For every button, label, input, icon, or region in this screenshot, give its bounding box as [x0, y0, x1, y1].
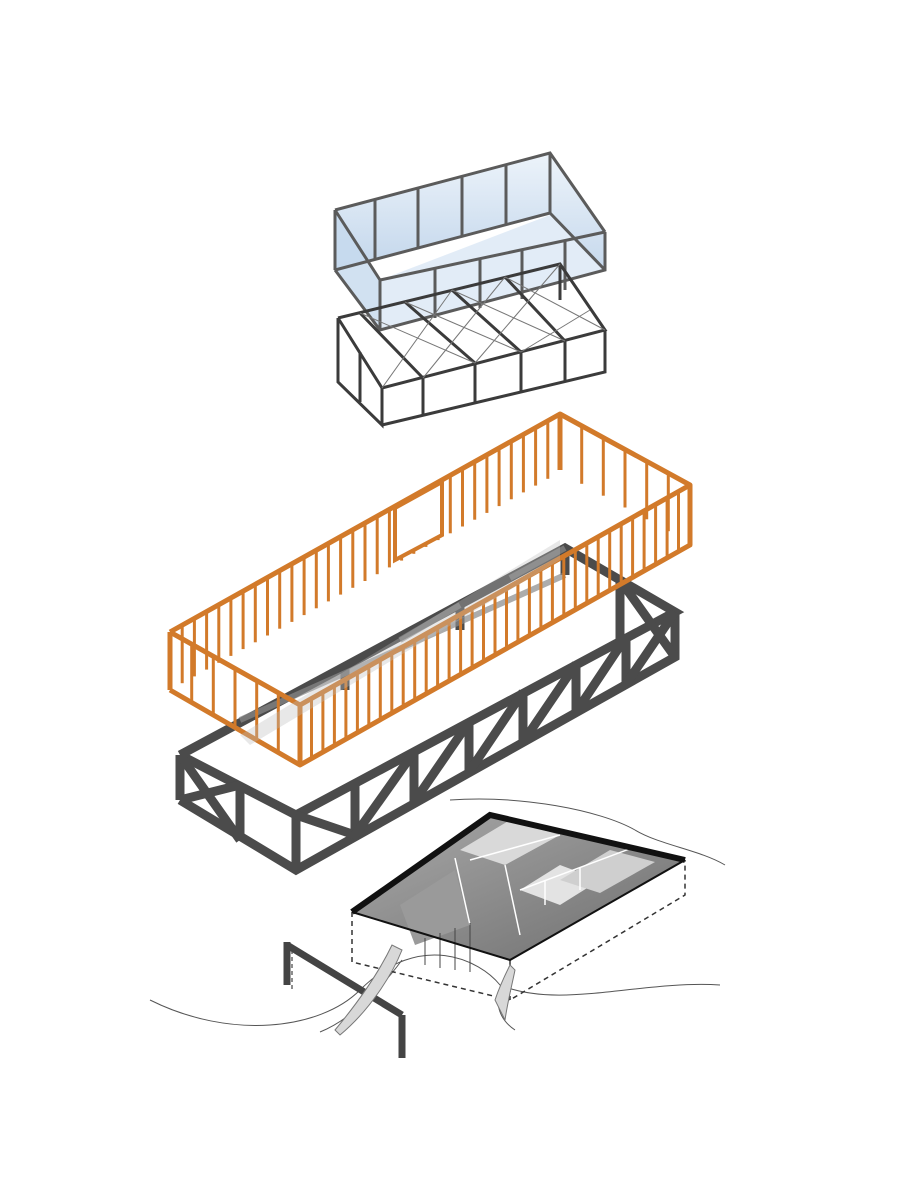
- timber-frame-ghost-floor: [240, 540, 560, 745]
- interior-walls: [400, 820, 655, 972]
- glass-enclosure-layer: [333, 151, 607, 332]
- glass-front-face: [335, 153, 550, 270]
- rooftop-steel-frame-layer: [336, 262, 608, 429]
- glass-left-face: [335, 210, 380, 330]
- glass-right-face: [550, 153, 605, 270]
- terrain-slope: [334, 944, 403, 1036]
- timber-studs: [180, 420, 680, 759]
- timber-stud-wall-layer: [167, 411, 693, 768]
- retaining-wall-frame: [283, 942, 406, 1058]
- perimeter-wall: [350, 811, 686, 915]
- ground-floor-plan-layer: [149, 798, 726, 1058]
- timber-window-opening: [393, 478, 444, 564]
